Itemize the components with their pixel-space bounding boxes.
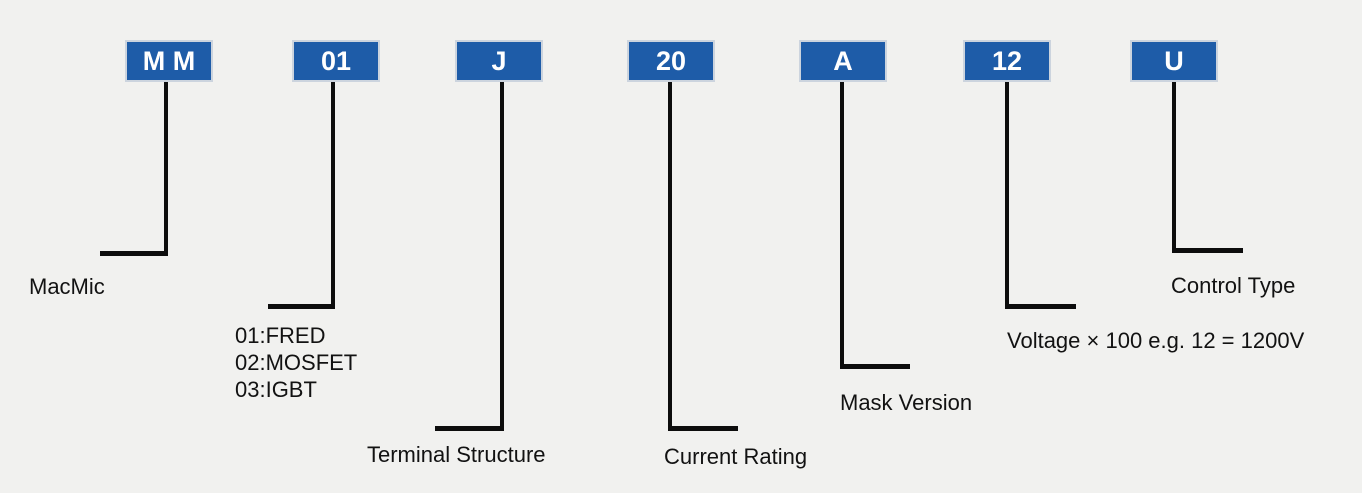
connector-vline-mm — [164, 82, 168, 256]
code-text-12: 12 — [991, 45, 1023, 76]
connector-elbow-01 — [268, 304, 335, 309]
code-box-20: 20 — [627, 40, 715, 82]
connector-elbow-20 — [668, 426, 738, 431]
label-current-rating: Current Rating — [664, 444, 808, 469]
code-box-12: 12 — [963, 40, 1051, 82]
connector-vline-20 — [668, 82, 672, 431]
label-terminal-structure: Terminal Structure — [367, 442, 546, 467]
connector-vline-j — [500, 82, 504, 431]
connector-elbow-mm — [100, 251, 168, 256]
code-box-mm: M M — [125, 40, 213, 82]
connector-elbow-u — [1172, 248, 1243, 253]
code-text-a: A — [833, 45, 853, 76]
code-text-20: 20 — [655, 45, 687, 76]
label-control-type: Control Type — [1171, 273, 1296, 298]
connector-vline-a — [840, 82, 844, 369]
connector-elbow-12 — [1005, 304, 1076, 309]
connector-vline-01 — [331, 82, 335, 309]
label-mask-version: Mask Version — [840, 390, 973, 415]
connector-elbow-j — [435, 426, 504, 431]
code-text-j: J — [491, 45, 507, 76]
code-box-a: A — [799, 40, 887, 82]
label-device-type: 01:FRED 02:MOSFET 03:IGBT — [235, 323, 358, 402]
connector-vline-12 — [1005, 82, 1009, 309]
connector-vline-u — [1172, 82, 1176, 253]
code-box-j: J — [455, 40, 543, 82]
label-voltage: Voltage × 100 e.g. 12 = 1200V — [1007, 328, 1305, 353]
connector-elbow-a — [840, 364, 910, 369]
code-text-01: 01 — [320, 45, 352, 76]
code-box-u: U — [1130, 40, 1218, 82]
label-manufacturer: MacMic — [29, 274, 105, 299]
code-box-01: 01 — [292, 40, 380, 82]
code-text-u: U — [1164, 45, 1184, 76]
code-text-mm: M M — [142, 45, 196, 76]
